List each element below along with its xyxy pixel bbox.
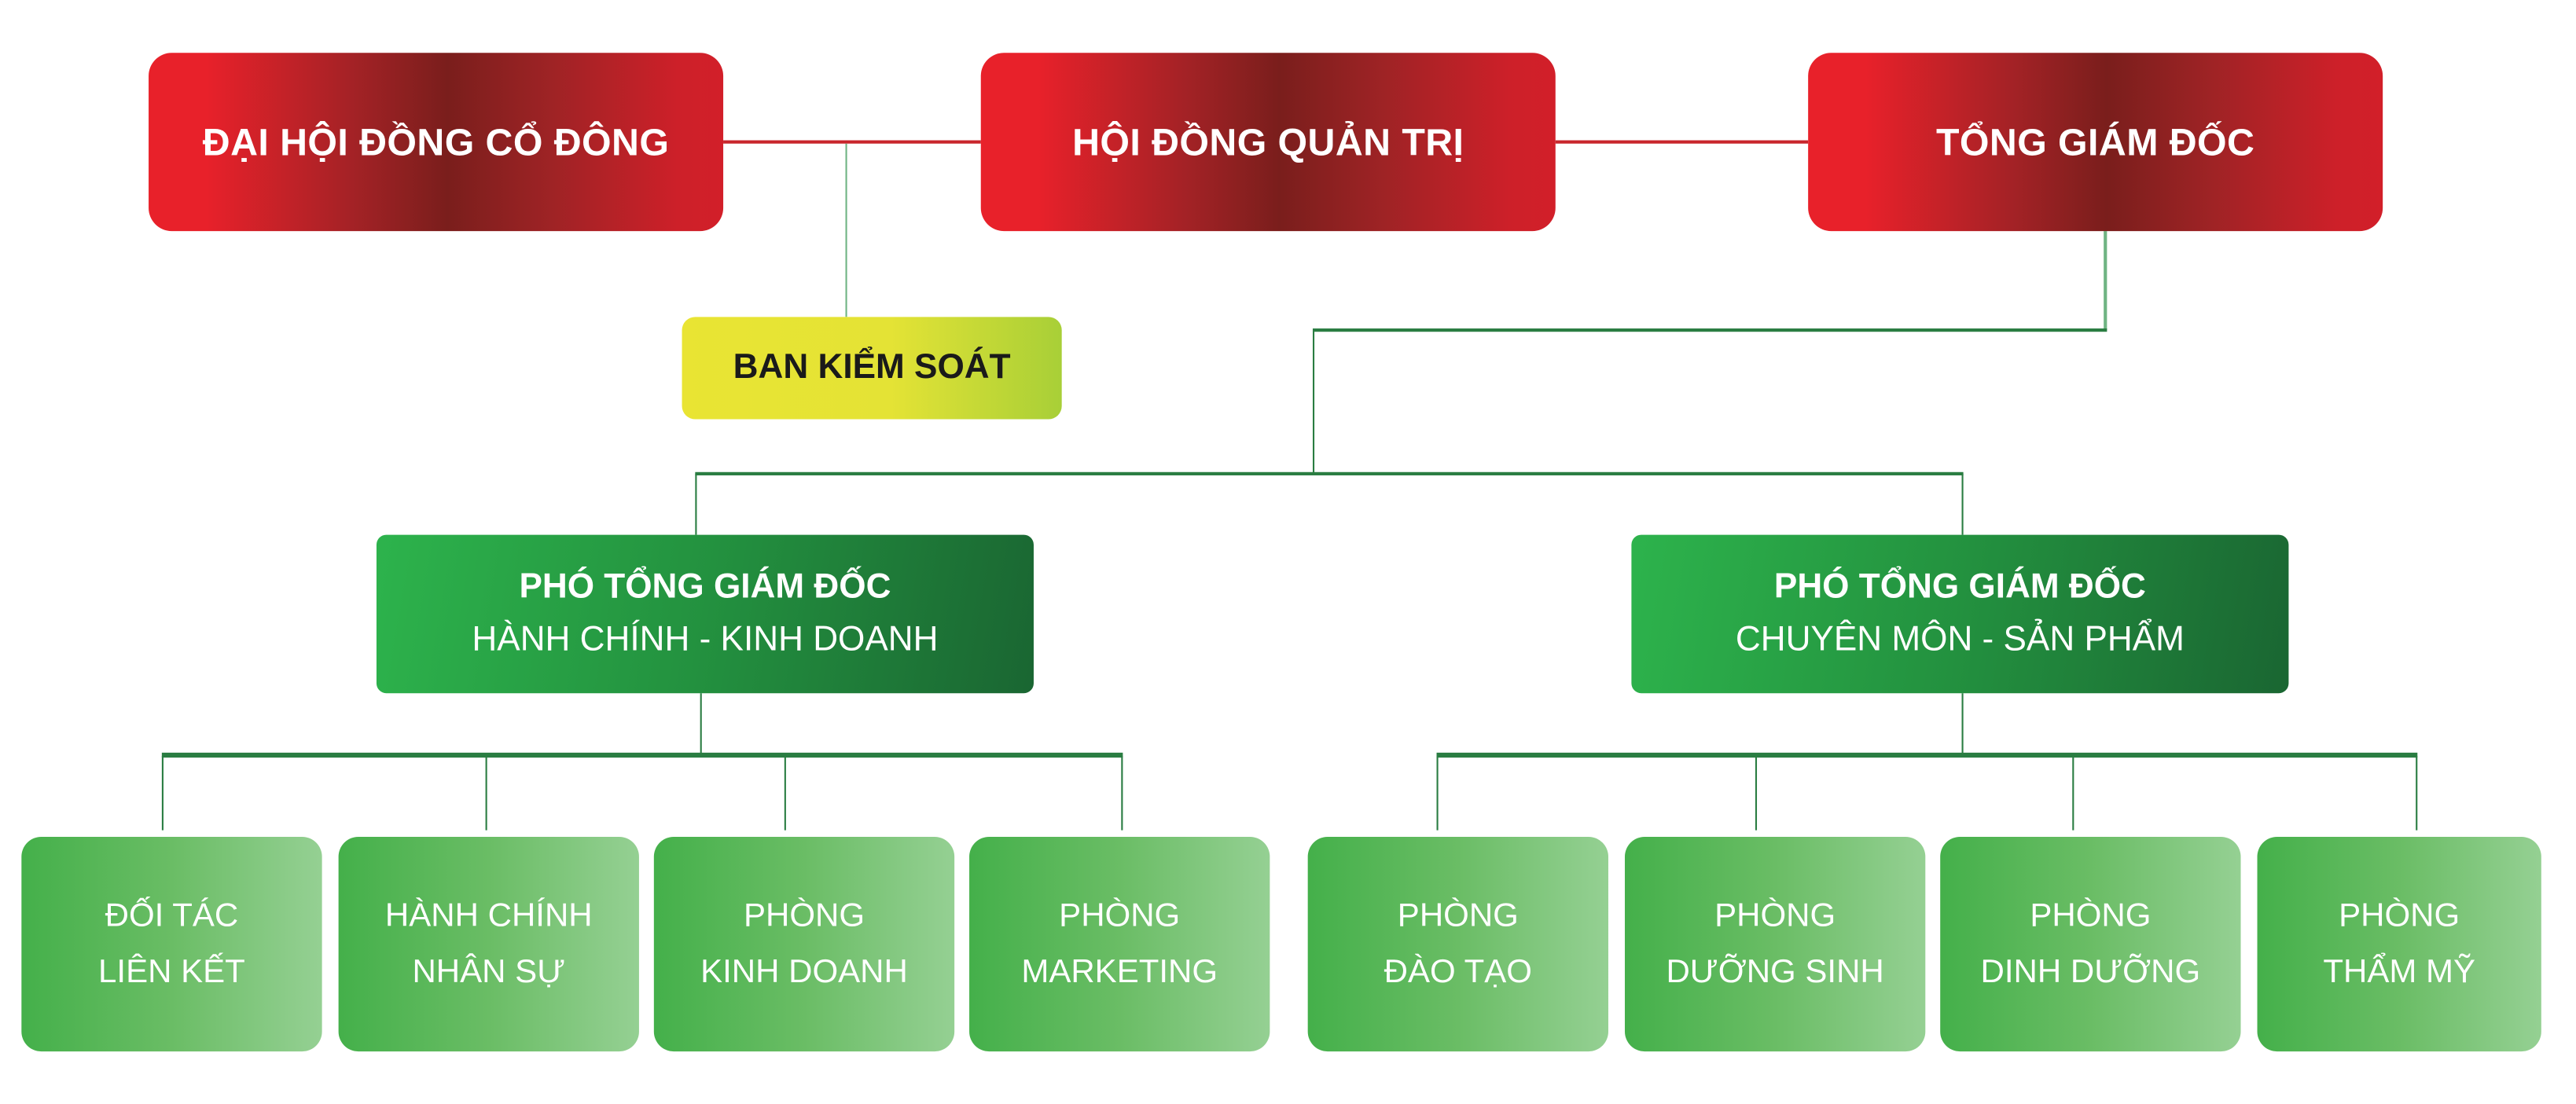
connector-line [695,471,1964,475]
connector-line [2104,231,2107,331]
box-label: ĐẠI HỘI ĐỒNG CỔ ĐÔNG [202,119,670,163]
vp-subtitle: CHUYÊN MÔN - SẢN PHẨM [1735,620,2185,659]
dept-sales: PHÒNG KINH DOANH [653,837,955,1052]
connector-line [1961,693,1964,754]
dept-line2: KINH DOANH [700,954,908,991]
box-label: TỔNG GIÁM ĐỐC [1935,119,2255,163]
vp-subtitle: HÀNH CHÍNH - KINH DOANH [472,620,939,659]
dept-line2: NHÂN SỰ [412,954,566,991]
connector-line [845,143,847,317]
dept-line1: HÀNH CHÍNH [384,897,593,934]
vp-title: PHÓ TỔNG GIÁM ĐỐC [519,567,891,606]
board-box: HỘI ĐỒNG QUẢN TRỊ [980,53,1556,232]
dept-line1: PHÒNG [1397,897,1519,934]
connector-line [1436,752,2418,757]
dept-line2: THẨM MỸ [2323,954,2476,991]
dept-hr: HÀNH CHÍNH NHÂN SỰ [338,837,639,1052]
box-label: BAN KIỂM SOÁT [733,348,1011,387]
connector-line [695,473,697,535]
dept-partners: ĐỐI TÁC LIÊN KẾT [21,837,322,1052]
vp-admin-sales-box: PHÓ TỔNG GIÁM ĐỐC HÀNH CHÍNH - KINH DOAN… [376,534,1034,694]
ceo-box: TỔNG GIÁM ĐỐC [1808,53,2383,232]
shareholders-box: ĐẠI HỘI ĐỒNG CỔ ĐÔNG [149,53,724,232]
connector-line [1121,756,1123,831]
connector-line [1555,140,1809,144]
connector-line [1755,756,1758,831]
dept-line2: DƯỠNG SINH [1666,954,1884,991]
connector-line [485,756,487,831]
connector-line [2416,756,2418,831]
dept-marketing: PHÒNG MARKETING [969,837,1270,1052]
connector-line [1961,473,1964,535]
connector-line [161,756,164,831]
dept-wellness: PHÒNG DƯỠNG SINH [1624,837,1926,1052]
connector-line [784,756,786,831]
connector-line [723,140,981,144]
connector-line [1312,330,1315,474]
connector-line [1436,756,1439,831]
dept-line2: ĐÀO TẠO [1384,954,1532,991]
supervisory-box: BAN KIỂM SOÁT [682,317,1062,420]
connector-line [2072,756,2074,831]
box-label: HỘI ĐỒNG QUẢN TRỊ [1072,119,1464,163]
dept-line2: LIÊN KẾT [98,954,245,991]
dept-line1: PHÒNG [2030,897,2152,934]
dept-training: PHÒNG ĐÀO TẠO [1307,837,1608,1052]
dept-nutrition: PHÒNG DINH DƯỠNG [1940,837,2241,1052]
dept-line1: PHÒNG [2339,897,2460,934]
vp-expertise-product-box: PHÓ TỔNG GIÁM ĐỐC CHUYÊN MÔN - SẢN PHẨM [1631,534,2289,694]
dept-line1: ĐỐI TÁC [105,897,239,934]
dept-line1: PHÒNG [743,897,865,934]
dept-line1: PHÒNG [1714,897,1836,934]
connector-line [700,693,702,754]
vp-title: PHÓ TỔNG GIÁM ĐỐC [1773,567,2146,606]
connector-line [1312,328,2107,332]
dept-line2: MARKETING [1021,954,1218,991]
dept-aesthetics: PHÒNG THẨM MỸ [2257,837,2541,1052]
connector-line [161,752,1123,757]
dept-line1: PHÒNG [1059,897,1181,934]
dept-line2: DINH DƯỠNG [1980,954,2201,991]
